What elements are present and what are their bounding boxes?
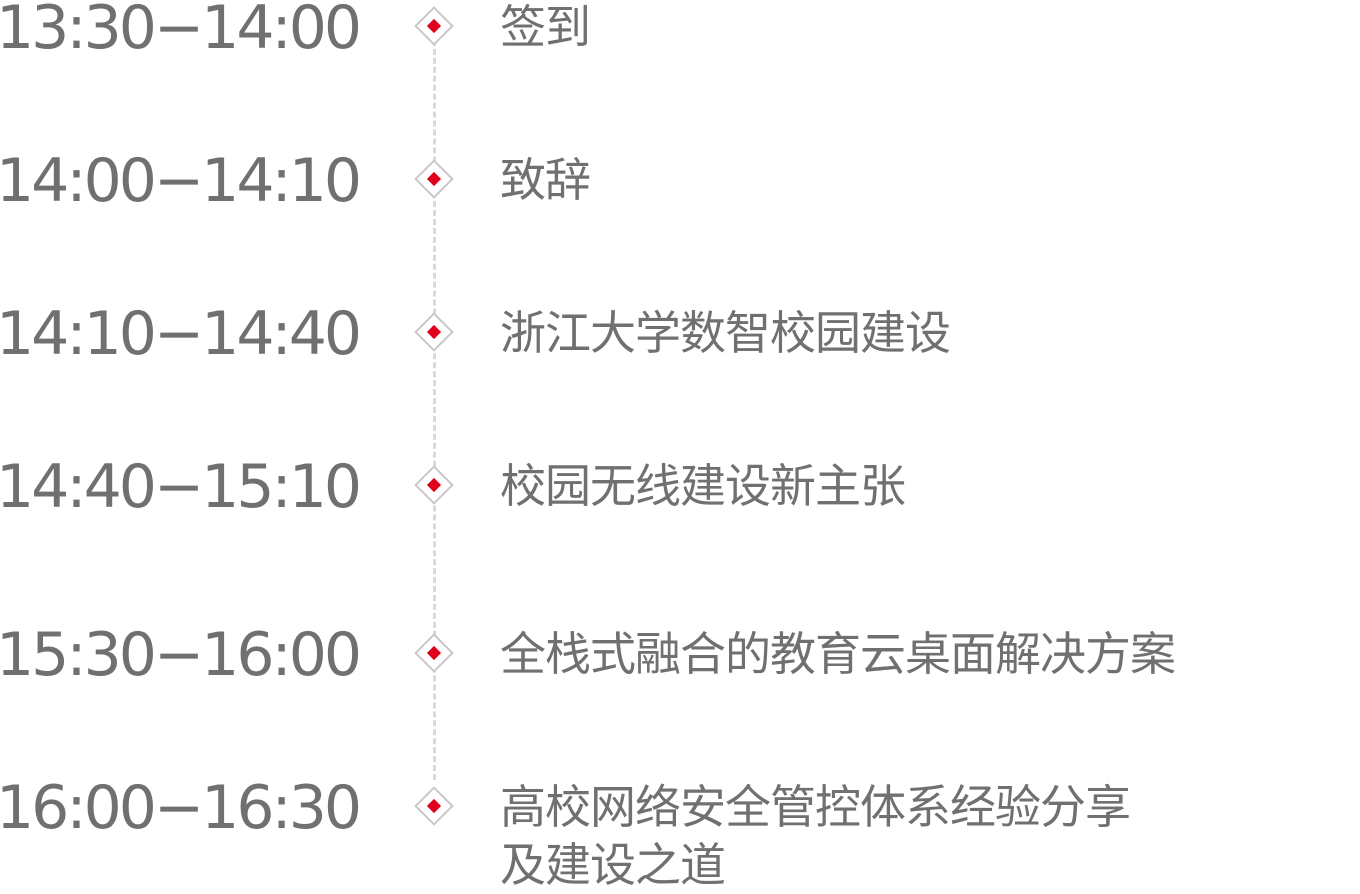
- agenda-topic: 致辞: [500, 153, 591, 207]
- diamond-marker-icon: [414, 465, 454, 505]
- agenda-time: 14:00−14:10: [0, 146, 362, 216]
- agenda-topic: 高校网络安全管控体系经验分享 及建设之道: [500, 780, 1131, 892]
- agenda-time: 14:10−14:40: [0, 299, 362, 369]
- agenda-item: 14:40−15:10 校园无线建设新主张: [0, 457, 1360, 517]
- diamond-marker-icon: [414, 6, 454, 46]
- diamond-marker-icon: [414, 159, 454, 199]
- timeline-line: [433, 40, 436, 780]
- agenda-time: 16:00−16:30: [0, 773, 362, 843]
- agenda-time: 15:30−16:00: [0, 620, 362, 690]
- agenda-item: 15:30−16:00 全栈式融合的教育云桌面解决方案: [0, 625, 1360, 685]
- agenda-topic: 全栈式融合的教育云桌面解决方案: [500, 627, 1176, 681]
- diamond-marker-icon: [414, 786, 454, 826]
- agenda-item: 13:30−14:00 签到: [0, 0, 1360, 58]
- diamond-marker-icon: [414, 633, 454, 673]
- diamond-marker-icon: [414, 312, 454, 352]
- agenda-item: 14:00−14:10 致辞: [0, 151, 1360, 211]
- agenda-topic: 签到: [500, 0, 591, 54]
- agenda-topic: 校园无线建设新主张: [500, 459, 906, 513]
- agenda-item: 14:10−14:40 浙江大学数智校园建设: [0, 304, 1360, 364]
- agenda-time: 13:30−14:00: [0, 0, 362, 63]
- agenda-item: 16:00−16:30 高校网络安全管控体系经验分享 及建设之道: [0, 773, 1360, 892]
- agenda-topic: 浙江大学数智校园建设: [500, 306, 951, 360]
- agenda-time: 14:40−15:10: [0, 452, 362, 522]
